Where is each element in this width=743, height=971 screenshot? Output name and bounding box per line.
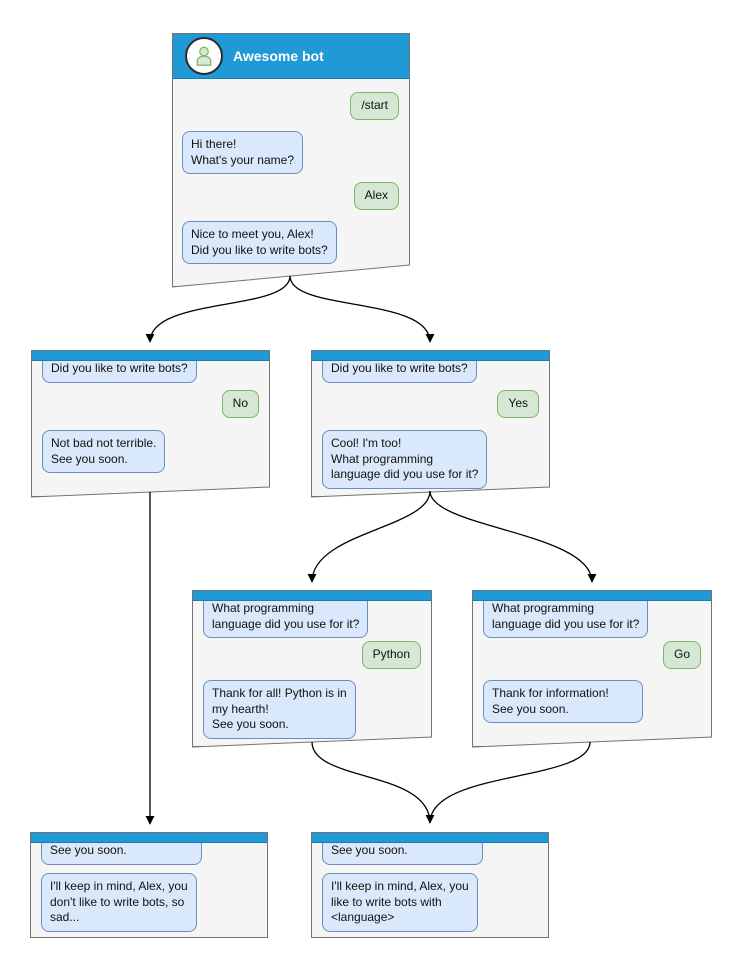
window-header-strip <box>193 591 431 601</box>
connector-root-to-no-branch <box>145 275 291 343</box>
window-header-strip <box>312 351 549 361</box>
user-message-bubble: /start <box>350 92 399 120</box>
bot-message-bubble: What programming language did you use fo… <box>203 595 368 638</box>
user-message-bubble: Alex <box>354 182 399 210</box>
bot-message-bubble: Cool! I'm too! What programming language… <box>322 430 487 489</box>
user-message-bubble: Go <box>663 641 701 669</box>
chat-window-no-branch: Did you like to write bots? No Not bad n… <box>31 350 270 497</box>
window-header-strip <box>312 833 548 843</box>
bot-message-bubble: Thank for all! Python is in my hearth! S… <box>203 680 356 739</box>
user-message-bubble: Yes <box>497 390 539 418</box>
chat-window-go-branch: What programming language did you use fo… <box>472 590 712 747</box>
bot-message-bubble: I'll keep in mind, Alex, you like to wri… <box>322 873 478 932</box>
chat-window-end-no: See you soon. I'll keep in mind, Alex, y… <box>30 832 268 938</box>
user-message-bubble: No <box>222 390 259 418</box>
bot-message-bubble: Thank for information! See you soon. <box>483 680 643 723</box>
window-header-strip <box>473 591 711 601</box>
bot-message-bubble: Not bad not terrible. See you soon. <box>42 430 165 473</box>
bot-avatar-icon <box>185 37 223 75</box>
bot-name-title: Awesome bot <box>233 48 324 64</box>
connector-python-to-end-yes <box>311 741 435 824</box>
connector-yes-to-python-branch <box>307 490 431 583</box>
connector-yes-to-go-branch <box>429 490 597 583</box>
window-header-strip <box>32 351 269 361</box>
bot-message-bubble: What programming language did you use fo… <box>483 595 648 638</box>
chat-window-root: Awesome bot /start Hi there! What's your… <box>172 33 410 287</box>
user-message-bubble: Python <box>362 641 421 669</box>
bot-message-bubble: Hi there! What's your name? <box>182 131 303 174</box>
root-titlebar: Awesome bot <box>173 34 409 79</box>
chat-window-python-branch: What programming language did you use fo… <box>192 590 432 747</box>
connector-go-to-end-yes <box>429 741 591 824</box>
window-header-strip <box>31 833 267 843</box>
connector-root-to-yes-branch <box>289 275 435 343</box>
chat-window-yes-branch: Did you like to write bots? Yes Cool! I'… <box>311 350 550 497</box>
chat-window-end-yes: See you soon. I'll keep in mind, Alex, y… <box>311 832 549 938</box>
bot-message-bubble: I'll keep in mind, Alex, you don't like … <box>41 873 197 932</box>
bot-message-bubble: Nice to meet you, Alex! Did you like to … <box>182 221 337 264</box>
